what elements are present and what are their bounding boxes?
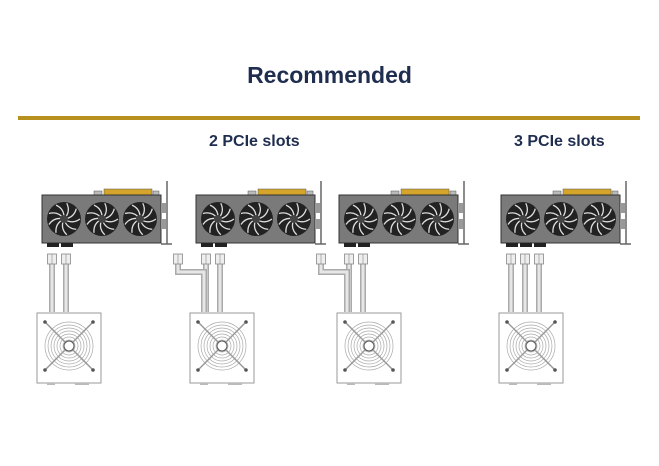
fan-icon: [216, 340, 228, 352]
page-title: Recommended: [247, 62, 412, 88]
power-connector: [534, 243, 546, 247]
power-connector: [201, 243, 213, 247]
divider: [18, 116, 640, 120]
power-connector: [61, 243, 73, 247]
graphics-card: [338, 181, 469, 247]
group-label-2-slots: 2 PCIe slots: [209, 133, 300, 150]
graphics-card: [195, 181, 326, 247]
power-supply: [336, 312, 402, 385]
group-label-3-slots: 3 PCIe slots: [514, 133, 605, 150]
fan-icon: [63, 340, 75, 352]
power-connector: [358, 243, 370, 247]
power-connector: [344, 243, 356, 247]
power-connector: [506, 243, 518, 247]
fan-icon: [363, 340, 375, 352]
power-connector: [215, 243, 227, 247]
power-connector: [47, 243, 59, 247]
power-supply: [36, 312, 102, 385]
graphics-card: [41, 181, 172, 247]
power-supply: [498, 312, 564, 385]
power-supply: [189, 312, 255, 385]
graphics-card: [500, 181, 631, 247]
power-connector: [520, 243, 532, 247]
fan-icon: [525, 340, 537, 352]
